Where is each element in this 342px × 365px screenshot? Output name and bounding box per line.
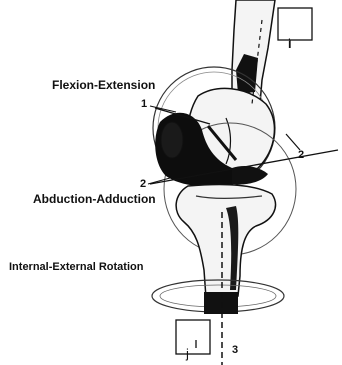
axis-2-right-segment [286,134,300,150]
axis-number-1: 1 [141,99,147,110]
axis-number-3: 3 [232,345,238,356]
axis-number-2-right: 2 [298,150,304,161]
internal-external-rotation-label: Internal-External Rotation [9,262,143,273]
tibia-stump [204,292,238,314]
patella [161,122,183,158]
femoral-frame-box [278,8,312,40]
axis-number-2-left: 2 [140,179,146,190]
femoral-frame-label: i [288,37,291,50]
leader-1 [150,106,176,112]
tibial-frame-label: j [186,347,189,360]
tibial-frame-box [176,320,210,354]
abduction-adduction-label: Abduction-Adduction [33,193,156,205]
flexion-extension-label: Flexion-Extension [52,79,155,91]
